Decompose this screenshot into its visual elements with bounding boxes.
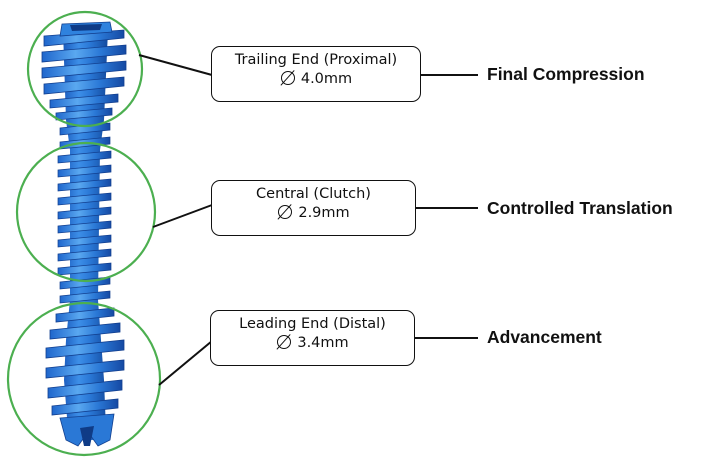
trailing-end-name: Trailing End (Proximal) bbox=[234, 52, 398, 68]
screw-head-socket bbox=[59, 21, 113, 37]
central-label-box: Central (Clutch) 2.9mm bbox=[211, 180, 416, 236]
trailing-end-function-label: Final Compression bbox=[487, 64, 645, 84]
diameter-icon bbox=[280, 71, 296, 85]
screw-tip bbox=[59, 413, 115, 447]
central-threads bbox=[57, 122, 112, 304]
central-name: Central (Clutch) bbox=[256, 186, 371, 202]
central-highlight-circle bbox=[15, 141, 157, 283]
diameter-icon bbox=[277, 205, 293, 219]
leading-end-name: Leading End (Distal) bbox=[239, 316, 386, 332]
leading-end-highlight-circle bbox=[6, 301, 162, 457]
central-function-label: Controlled Translation bbox=[487, 198, 673, 218]
central-diameter: 2.9mm bbox=[298, 205, 350, 221]
central-connector bbox=[152, 204, 213, 228]
trailing-end-highlight-circle bbox=[26, 10, 144, 128]
leading-end-label-box: Leading End (Distal) 3.4mm bbox=[210, 310, 415, 366]
leading-end-function-label: Advancement bbox=[487, 327, 602, 347]
leading-end-diameter: 3.4mm bbox=[297, 335, 349, 351]
trailing-end-threads bbox=[41, 29, 127, 121]
trailing-end-diameter: 4.0mm bbox=[300, 71, 353, 87]
leading-end-connector bbox=[158, 340, 213, 386]
trailing-end-label-box: Trailing End (Proximal) 4.0mm bbox=[211, 46, 421, 102]
leading-end-threads bbox=[45, 307, 125, 416]
diameter-icon bbox=[276, 335, 292, 349]
trailing-end-connector bbox=[138, 54, 213, 76]
